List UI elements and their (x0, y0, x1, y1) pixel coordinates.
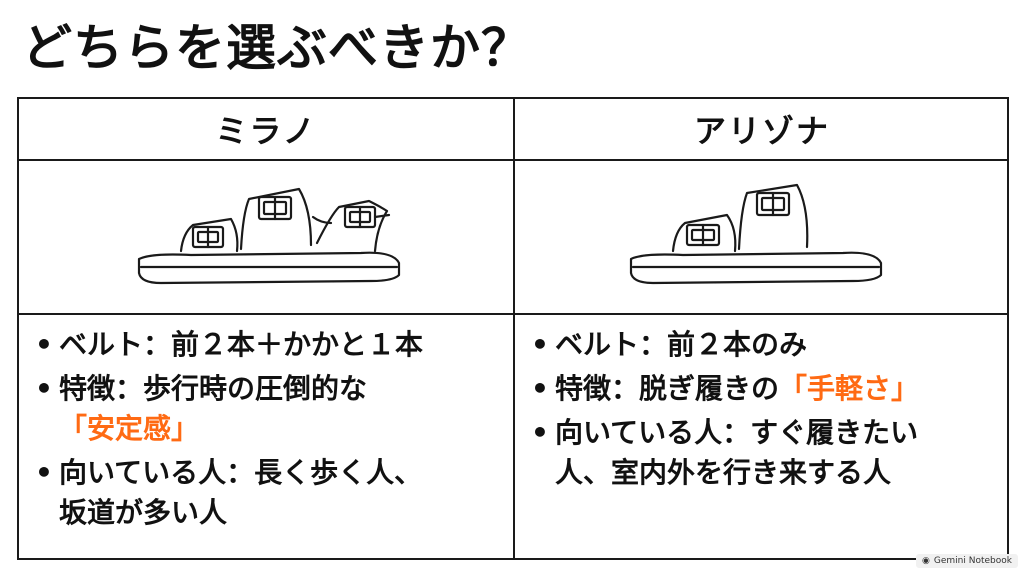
list-item: • 向いている人：長く歩く人、 坂道が多い人 (33, 453, 505, 533)
bullet-icon: • (531, 328, 549, 361)
arizona-sandal-illustration (623, 163, 903, 308)
bullet-icon: • (35, 372, 53, 405)
bullet-icon: • (531, 416, 549, 449)
bullet-icon: • (35, 328, 53, 361)
badge-label: Gemini Notebook (933, 556, 1012, 566)
milano-feature-list: • ベルト：前２本＋かかと１本 • 特徴：歩行時の圧倒的な 「安定感」 • 向い… (33, 325, 505, 537)
feature-text: 坂道が多い人 (59, 496, 228, 529)
feature-text: 特徴：歩行時の圧倒的な (59, 372, 368, 405)
notebook-icon: ◉ (922, 556, 930, 566)
list-item: • 特徴：歩行時の圧倒的な 「安定感」 (33, 369, 505, 449)
list-item: • 向いている人：すぐ履きたい 人、室内外を行き来する人 (529, 413, 1001, 493)
arizona-feature-list: • ベルト：前２本のみ • 特徴：脱ぎ履きの「手軽さ」 • 向いている人：すぐ履… (529, 325, 1001, 497)
feature-highlight: 「安定感」 (59, 412, 200, 445)
bullet-icon: • (35, 456, 53, 489)
feature-text: 特徴：脱ぎ履きの (555, 372, 780, 405)
feature-text: ベルト：前２本＋かかと１本 (59, 328, 424, 361)
column-header-milano: ミラノ (215, 112, 317, 150)
feature-text: 向いている人：長く歩く人、 (59, 456, 423, 489)
notebook-badge: ◉ Gemini Notebook (916, 554, 1018, 568)
feature-text: 人、室内外を行き来する人 (555, 456, 892, 489)
image-divider (19, 313, 1007, 315)
header-divider (19, 159, 1007, 161)
page-title: どちらを選ぶべきか？ (22, 19, 532, 77)
column-header-arizona: アリゾナ (693, 112, 830, 150)
feature-text: ベルト：前２本のみ (555, 328, 808, 361)
column-divider (513, 99, 515, 558)
milano-sandal-illustration (131, 163, 421, 308)
list-item: • ベルト：前２本＋かかと１本 (33, 325, 505, 365)
comparison-table: ミラノ アリゾナ (17, 97, 1009, 560)
bullet-icon: • (531, 372, 549, 405)
feature-text: 向いている人：すぐ履きたい (555, 416, 919, 449)
list-item: • 特徴：脱ぎ履きの「手軽さ」 (529, 369, 1001, 409)
list-item: • ベルト：前２本のみ (529, 325, 1001, 365)
feature-highlight: 「手軽さ」 (779, 372, 920, 405)
